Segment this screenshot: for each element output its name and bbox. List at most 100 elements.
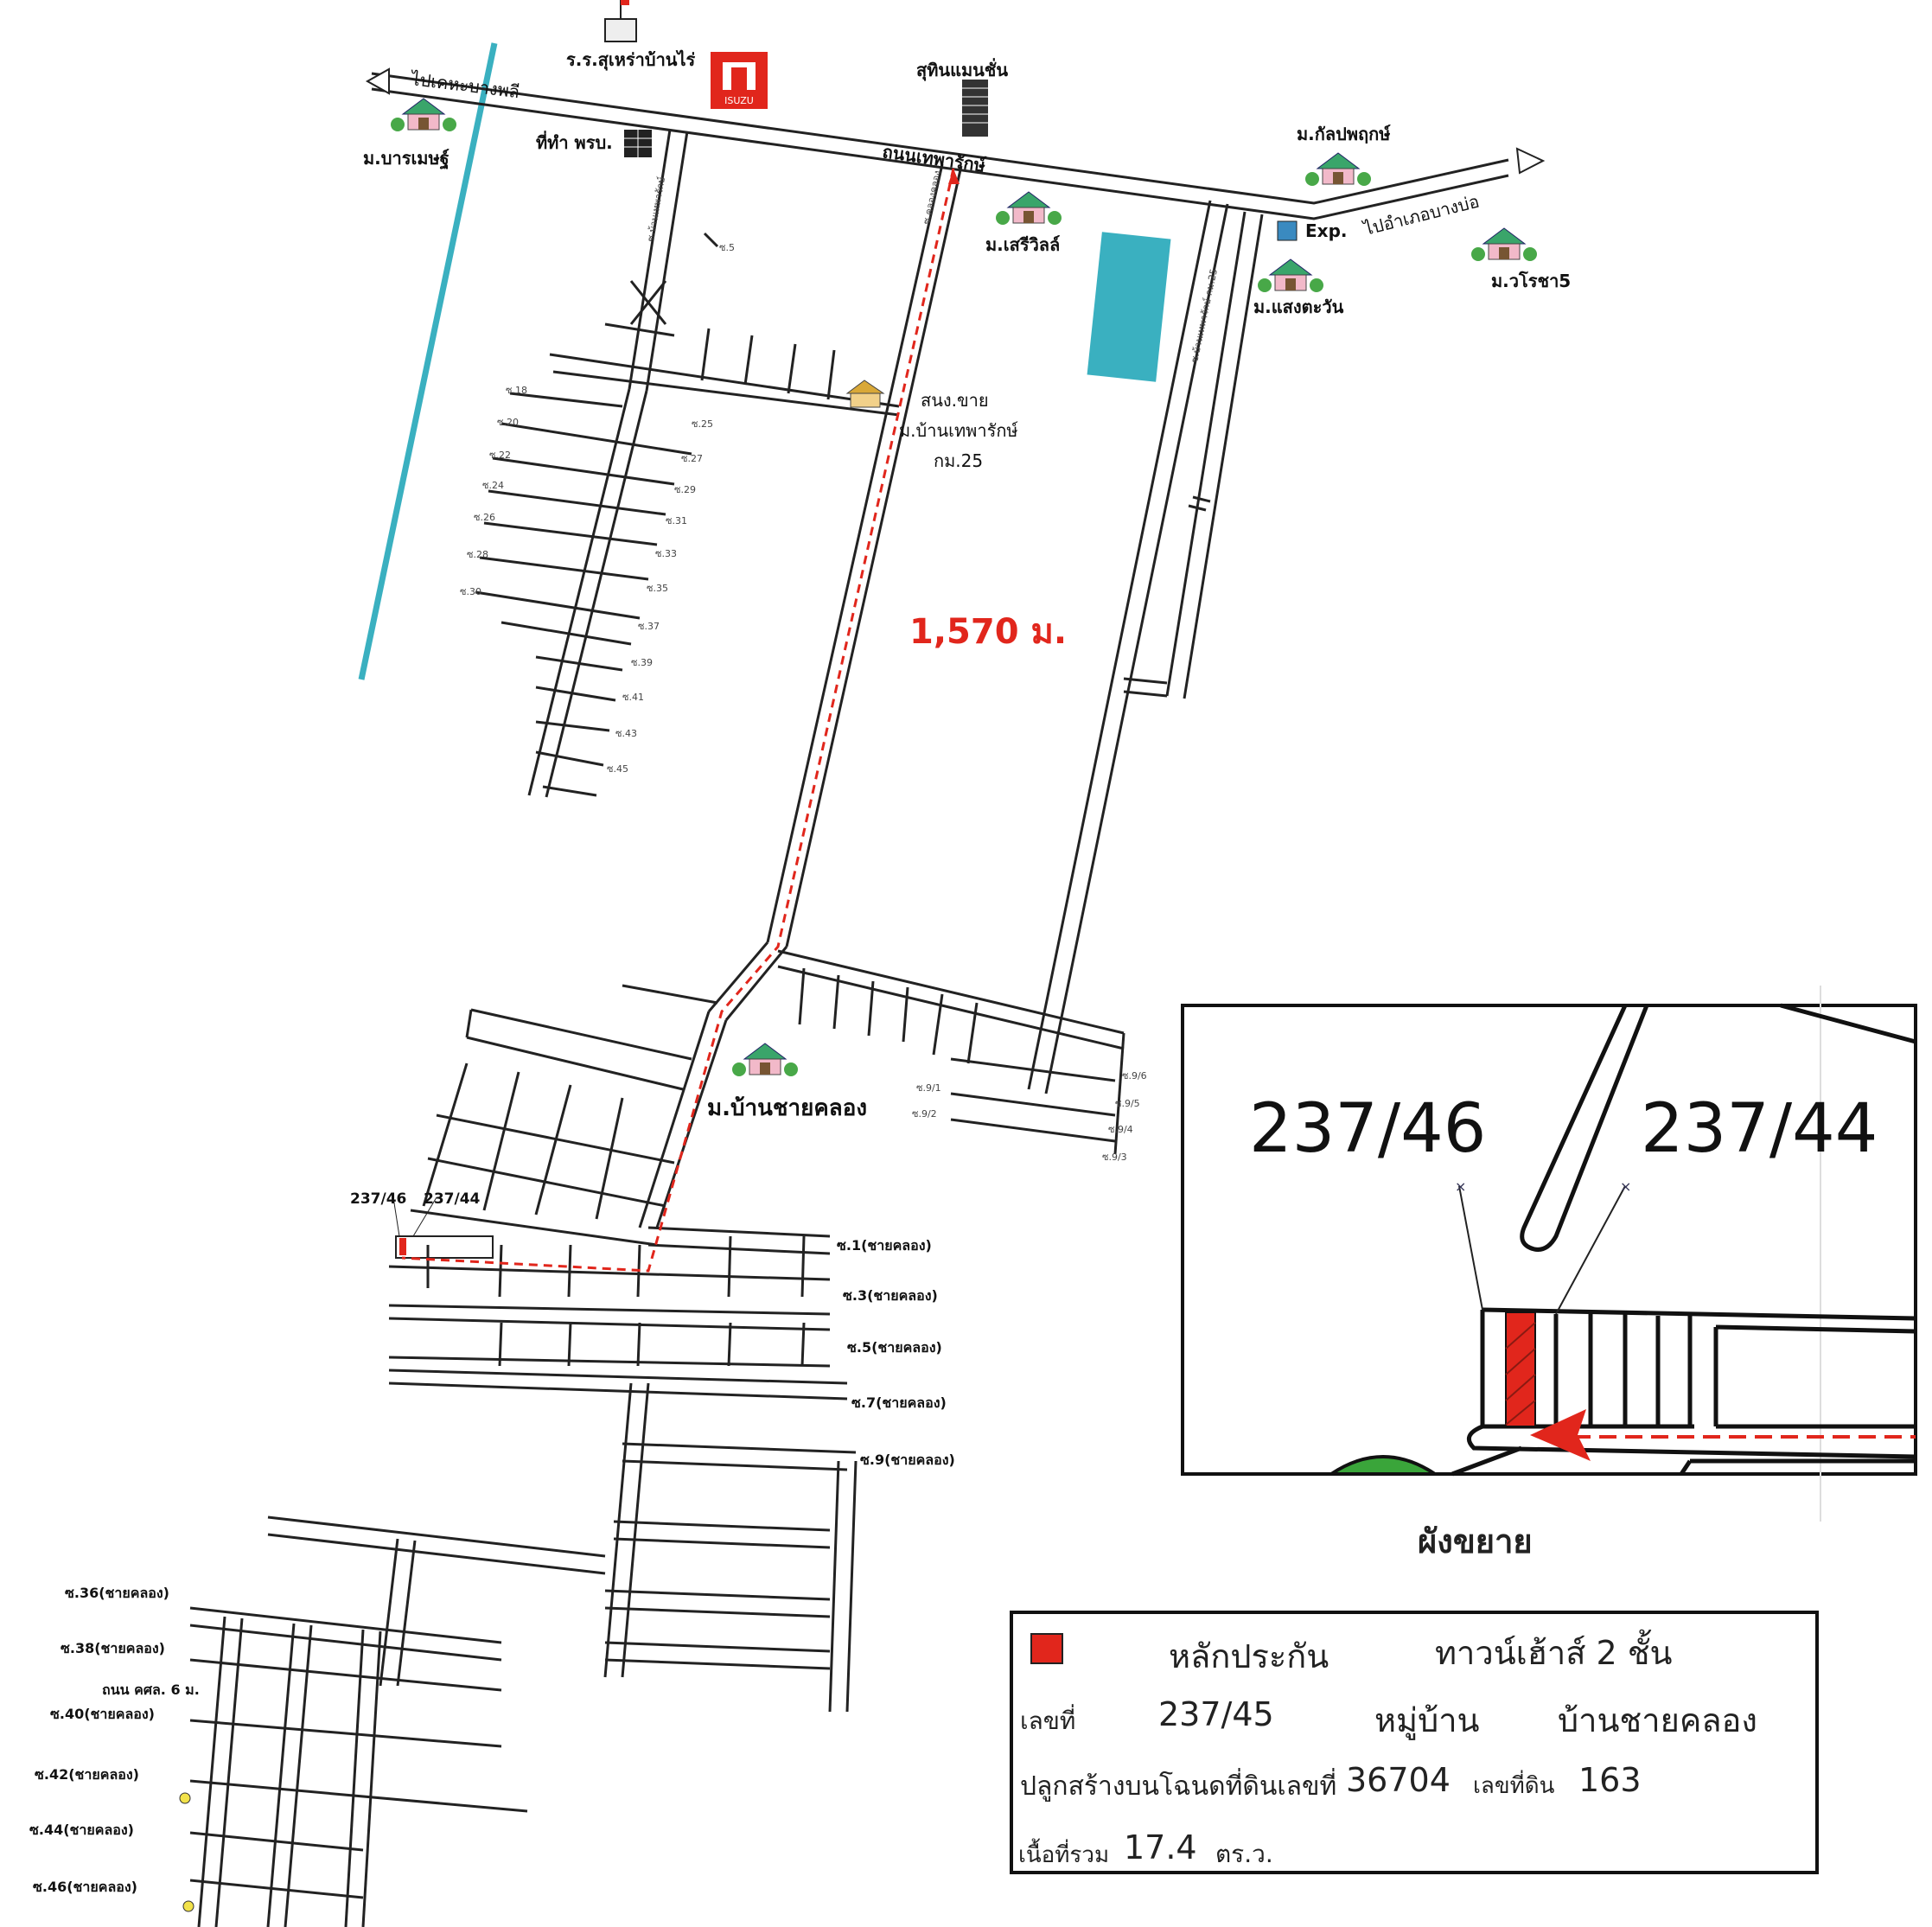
village-grid — [189, 211, 1264, 1927]
soi-label: ซ.22 — [489, 450, 511, 461]
soi-label: ซ.9/3 — [1102, 1152, 1127, 1163]
inset-title: ผังขยาย — [1418, 1522, 1533, 1560]
inset-collateral-plot — [1505, 1311, 1536, 1427]
canal — [358, 42, 498, 680]
svg-text:ISUZU: ISUZU — [724, 95, 754, 106]
soi-label: ซ.9/5 — [1115, 1098, 1140, 1109]
land-number: 163 — [1578, 1761, 1642, 1799]
area-value: 17.4 — [1124, 1828, 1197, 1866]
soi-label: ซ.37 — [638, 621, 660, 632]
area-unit: ตร.ว. — [1215, 1840, 1273, 1868]
expressway-label: Exp. — [1305, 220, 1347, 241]
soi-khlong-label: ซ.คลองคลอง — [921, 169, 943, 225]
inset-map: × × — [1181, 986, 1917, 1522]
distance-label: 1,570 ม. — [909, 612, 1067, 652]
marker-dot — [182, 1900, 194, 1912]
office-icon — [624, 130, 652, 157]
deed-number: 36704 — [1346, 1761, 1451, 1799]
svg-text:×: × — [1455, 1178, 1466, 1195]
route-line — [401, 168, 955, 1273]
village-label: หมู่บ้าน — [1374, 1701, 1480, 1739]
soi-label: ซ.40(ชายคลอง) — [50, 1706, 155, 1722]
soi-label: ซ.24 — [482, 480, 504, 491]
soi-label: ซ.39 — [631, 657, 653, 668]
worocha-label: ม.วโรชา5 — [1491, 271, 1571, 291]
soi-labels-left: ซ.18 ซ.20 ซ.22 ซ.24 ซ.26 ซ.28 ซ.30 — [460, 385, 527, 597]
soi-label: ซ.38(ชายคลอง) — [61, 1640, 165, 1656]
soi-label: ซ.29 — [674, 484, 696, 495]
sales-office-label-3: กม.25 — [934, 450, 983, 471]
village-icon-saengtawan — [1257, 258, 1324, 293]
isuzu-logo: ISUZU — [711, 52, 768, 109]
school-icon — [604, 0, 637, 42]
soi-label: ซ.9/6 — [1122, 1070, 1147, 1082]
soi-label: ซ.20 — [497, 417, 519, 428]
left-grid — [475, 232, 900, 798]
soi-label: ซ.1(ชายคลอง) — [837, 1237, 932, 1254]
to-bang-bo-label: ไปอำเภอบางบ่อ — [1360, 191, 1481, 240]
expressway-icon — [1277, 220, 1298, 241]
village-icon-chai-khlong — [731, 1043, 799, 1077]
inset-plot-237-46-label: 237/46 — [1249, 1090, 1486, 1168]
east-grid — [777, 949, 1125, 1155]
kasl-road-label: ถนน คศล. 6 ม. — [102, 1681, 200, 1698]
sales-office-label-2: ม.บ้านเทพารักษ์ — [899, 420, 1018, 441]
soi-label: ซ.31 — [666, 515, 687, 526]
deed-label: ปลูกสร้างบนโฉนดที่ดินเลขที่ — [1020, 1771, 1337, 1802]
village-icon-kalapaphruek — [1304, 152, 1372, 187]
house-type: ทาวน์เฮ้าส์ 2 ชั้น — [1435, 1634, 1673, 1672]
main-roads — [371, 72, 1509, 1228]
svg-text:×: × — [1620, 1178, 1631, 1195]
soi-label: ซ.5 — [719, 242, 735, 253]
village-name: บ้านชายคลอง — [1558, 1701, 1757, 1739]
village-icon-baramet — [390, 98, 457, 132]
soi-label: ซ.5(ชายคลอง) — [847, 1339, 942, 1356]
soi-label: ซ.26 — [474, 512, 495, 523]
plot-237-46-label: 237/46 — [350, 1190, 406, 1208]
soi-labels-right: ซ.5 ซ.25 ซ.27 ซ.29 ซ.31 ซ.33 ซ.35 ซ.37 ซ… — [607, 242, 735, 775]
collateral-plot — [399, 1238, 406, 1255]
soi-label: ซ.9/1 — [916, 1082, 941, 1094]
soi-label: ซ.27 — [681, 453, 703, 464]
arrow-right — [1515, 147, 1546, 175]
route-arrow — [948, 169, 960, 184]
chai-khlong-village-label: ม.บ้านชายคลอง — [707, 1095, 867, 1121]
soi-label: ซ.35 — [647, 583, 668, 594]
soi-label: ซ.42(ชายคลอง) — [35, 1766, 139, 1783]
inset-plot-237-44-label: 237/44 — [1641, 1090, 1878, 1168]
soi-label: ซ.28 — [467, 549, 488, 560]
sales-office-icon — [845, 380, 885, 408]
land-no-label: เลขที่ดิน — [1473, 1773, 1555, 1799]
district-office-label: ที่ทำ พรบ. — [536, 130, 613, 153]
collateral-label: หลักประกัน — [1169, 1637, 1329, 1675]
plot-237-44-label: 237/44 — [424, 1190, 481, 1208]
collateral-swatch — [1030, 1633, 1063, 1664]
mansion-label: สุทินแมนชั่น — [916, 57, 1008, 81]
soi-label: ซ.44(ชายคลอง) — [29, 1822, 134, 1838]
number-label: เลขที่ — [1020, 1707, 1076, 1735]
village-icon-worocha — [1470, 227, 1538, 262]
mansion-icon — [962, 80, 988, 137]
soi-labels-chai-khlong: ซ.1(ชายคลอง) ซ.3(ชายคลอง) ซ.5(ชายคลอง) ซ… — [29, 1237, 955, 1895]
soi-label: ซ.30 — [460, 586, 481, 597]
soi-label: ซ.43 — [615, 728, 637, 739]
soi-label: ซ.45 — [607, 763, 628, 775]
area-label: เนื้อที่รวม — [1018, 1842, 1110, 1868]
soi-label: ซ.18 — [506, 385, 527, 396]
soi-label: ซ.9(ชายคลอง) — [860, 1452, 955, 1468]
legend-box: หลักประกัน ทาวน์เฮ้าส์ 2 ชั้น เลขที่ 237… — [1010, 1611, 1819, 1874]
kalapaphruek-label: ม.กัลปพฤกษ์ — [1297, 124, 1391, 144]
soi-label: ซ.33 — [655, 548, 677, 559]
soi-label: ซ.36(ชายคลอง) — [65, 1585, 169, 1601]
soi-label: ซ.3(ชายคลอง) — [843, 1287, 938, 1304]
baramet-label: ม.บารเมษฐ์ — [363, 148, 450, 170]
soi-label: ซ.7(ชายคลอง) — [851, 1394, 947, 1411]
soi-label: ซ.46(ชายคลอง) — [33, 1879, 137, 1895]
pond — [1087, 232, 1171, 382]
soi-label: ซ.41 — [622, 692, 644, 703]
soi-ban-thepharak-label: ซ.บ้านเทพารักษ์ — [645, 175, 667, 242]
soi-label: ซ.25 — [692, 418, 713, 430]
soi-label: ซ.9/4 — [1108, 1124, 1133, 1135]
school-label: ร.ร.สุเหร่าบ้านไร่ — [566, 49, 696, 71]
arrow-left — [365, 67, 390, 95]
